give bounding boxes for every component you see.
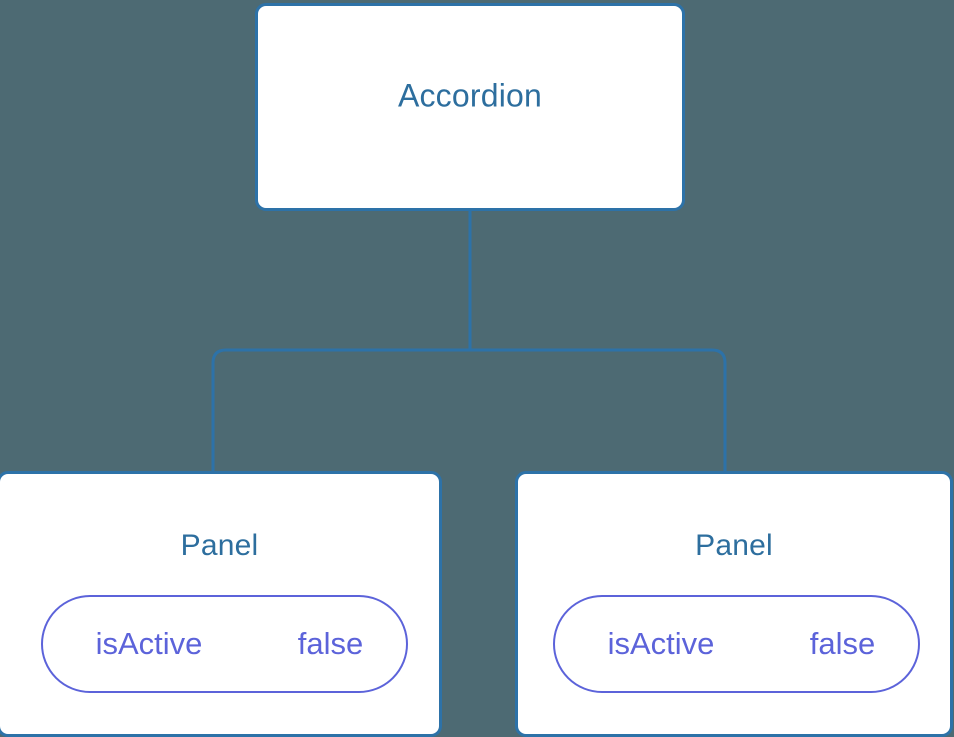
connector-branch-left — [211, 348, 470, 474]
state-pill-left[interactable]: isActive false — [41, 595, 408, 693]
node-panel-left-title: Panel — [180, 529, 259, 562]
node-panel-right-title: Panel — [695, 529, 773, 562]
node-panel-right[interactable]: Panel isActive false — [515, 471, 953, 737]
state-pill-right-value: false — [809, 626, 876, 661]
node-panel-left[interactable]: Panel isActive false — [0, 471, 442, 737]
node-accordion[interactable]: Accordion — [255, 3, 685, 211]
state-pill-right[interactable]: isActive false — [553, 595, 920, 693]
state-pill-right-key: isActive — [607, 626, 715, 661]
connector-branch-right — [470, 348, 727, 474]
state-pill-left-key: isActive — [95, 626, 203, 661]
node-accordion-title: Accordion — [397, 77, 543, 114]
state-pill-left-value: false — [297, 626, 364, 661]
